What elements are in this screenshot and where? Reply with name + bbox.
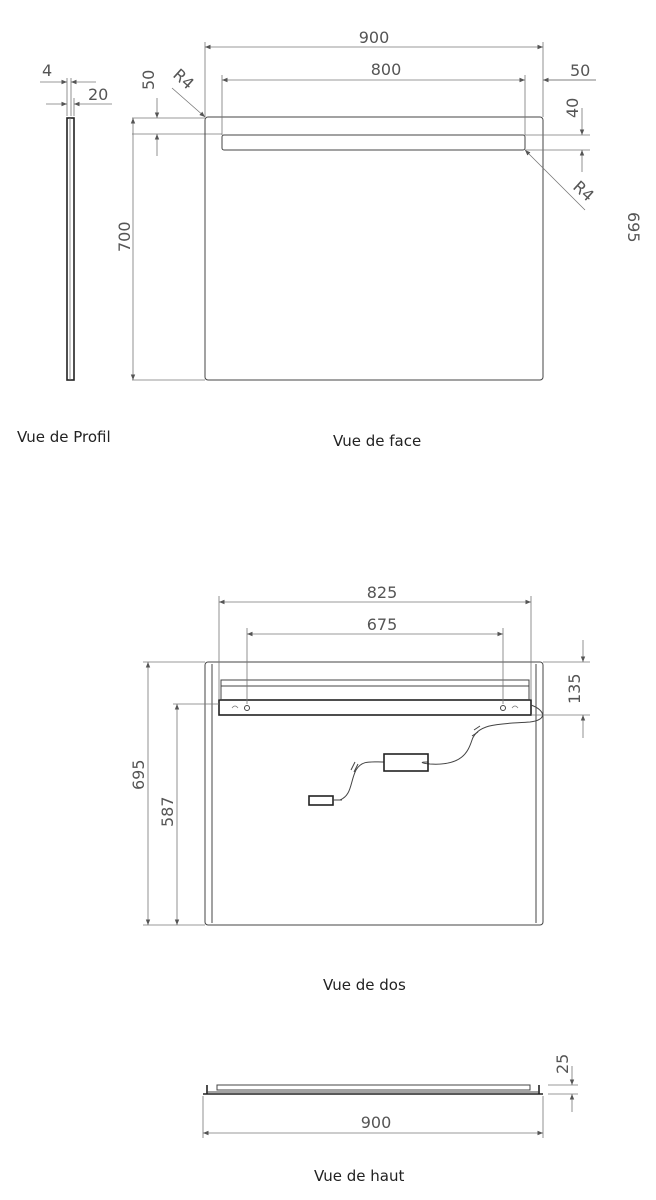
- dim-face-900: 900: [359, 28, 390, 47]
- power-cable: [339, 704, 543, 801]
- profile-caption: Vue de Profil: [17, 428, 111, 446]
- profile-view: 4 20 50 700 Vue de Profil: [17, 61, 222, 446]
- back-view: 825 675 135 695 587 Vue de dos: [129, 583, 590, 994]
- dim-top-25: 25: [553, 1054, 572, 1074]
- face-mirror-outline: [204, 116, 544, 381]
- back-mounting-rail: [220, 679, 530, 687]
- back-mirror-outline: [204, 661, 544, 926]
- cut-off-dimension: 695: [624, 212, 643, 243]
- dim-face-50: 50: [570, 61, 590, 80]
- dim-profile-50: 50: [139, 70, 158, 90]
- dim-face-40: 40: [563, 98, 582, 118]
- dim-profile-700: 700: [115, 221, 134, 252]
- face-view: 900 800 50 40 R4 R4 695 Vue de face: [169, 28, 643, 450]
- top-view: 25 900 Vue de haut: [202, 1054, 578, 1185]
- dim-face-800: 800: [371, 60, 402, 79]
- dim-profile-4: 4: [42, 61, 52, 80]
- top-caption: Vue de haut: [314, 1167, 404, 1185]
- back-caption: Vue de dos: [323, 976, 406, 994]
- power-connector: [308, 795, 334, 806]
- power-transformer: [383, 753, 429, 772]
- dim-top-900: 900: [361, 1113, 392, 1132]
- mount-hole-right: [500, 705, 506, 711]
- dim-back-587: 587: [158, 796, 177, 827]
- dim-profile-20: 20: [88, 85, 108, 104]
- dim-back-695: 695: [129, 759, 148, 790]
- dim-back-825: 825: [367, 583, 398, 602]
- back-led-housing: [218, 699, 532, 716]
- dim-back-135: 135: [565, 673, 584, 704]
- radius-label-bottom: R4: [569, 177, 598, 205]
- face-led-strip: [221, 134, 526, 151]
- mount-hole-left: [244, 705, 250, 711]
- face-caption: Vue de face: [333, 432, 421, 450]
- profile-mirror-body: [66, 117, 75, 381]
- dim-back-675: 675: [367, 615, 398, 634]
